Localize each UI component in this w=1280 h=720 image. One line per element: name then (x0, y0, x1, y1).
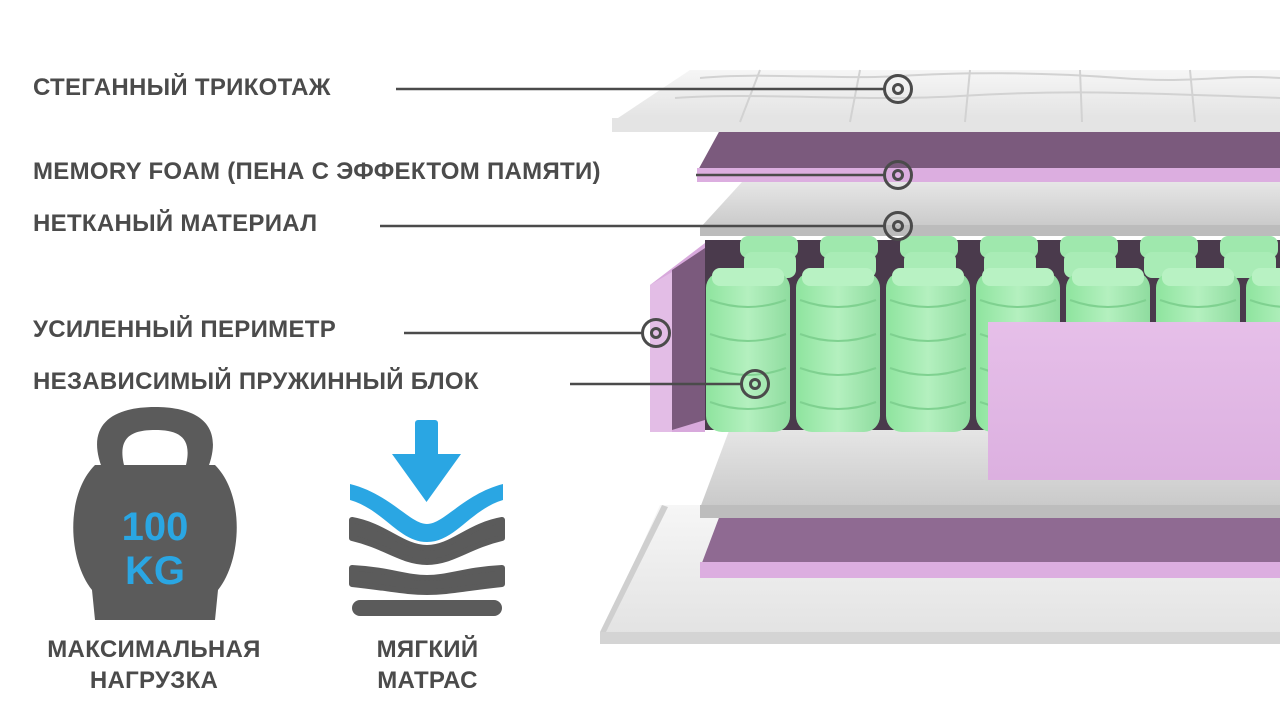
max-load-line2: НАГРУЗКА (89, 667, 219, 694)
bottom-memory-foam-layer (700, 515, 1280, 578)
perimeter-foam-front (988, 322, 1280, 480)
kettlebell-unit: KG (125, 549, 185, 593)
label-perimeter: УСИЛЕННЫЙ ПЕРИМЕТР (33, 316, 337, 343)
kettlebell-value: 100 (122, 505, 189, 549)
target-icon (641, 318, 671, 348)
target-icon (740, 369, 770, 399)
down-arrow-icon (392, 420, 461, 502)
soft-mattress-icon (349, 420, 505, 616)
top-quilt-layer (612, 69, 1280, 132)
label-quilted-knit: СТЕГАННЫЙ ТРИКОТАЖ (33, 74, 331, 101)
target-icon (883, 160, 913, 190)
soft-line2: МАТРАС (377, 667, 478, 694)
label-memory-foam: MEMORY FOAM (ПЕНА С ЭФФЕКТОМ ПАМЯТИ) (33, 158, 601, 185)
label-spring-block: НЕЗАВИСИМЫЙ ПРУЖИННЫЙ БЛОК (33, 368, 479, 395)
label-nonwoven: НЕТКАНЫЙ МАТЕРИАЛ (33, 210, 318, 237)
soft-mattress-caption: МЯГКИЙ МАТРАС (320, 634, 535, 696)
target-icon (883, 74, 913, 104)
top-nonwoven-layer (700, 182, 1280, 236)
target-icon (883, 211, 913, 241)
leader-lines (380, 87, 885, 386)
top-memory-foam-layer (697, 130, 1280, 182)
max-load-caption: МАКСИМАЛЬНАЯ НАГРУЗКА (20, 634, 288, 696)
kettlebell-icon: 100 KG (73, 407, 237, 620)
max-load-line1: МАКСИМАЛЬНАЯ (47, 636, 261, 663)
soft-line1: МЯГКИЙ (376, 636, 479, 663)
